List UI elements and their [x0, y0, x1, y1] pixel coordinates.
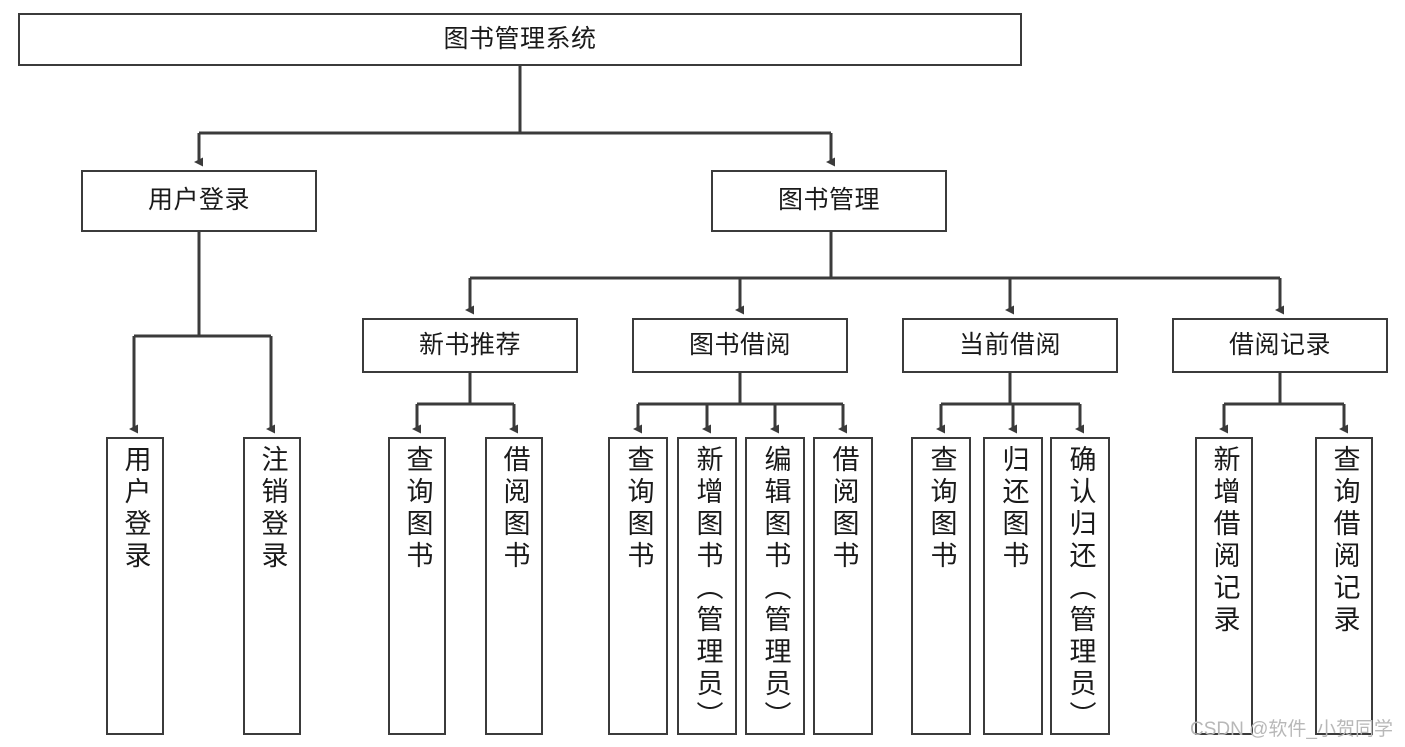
- node-borrow-records-label: 借阅记录: [1228, 330, 1331, 359]
- node-borrow-records[interactable]: 借阅记录: [1172, 318, 1388, 373]
- node-leaf-query-books-rec[interactable]: 查询图书: [388, 437, 446, 735]
- node-leaf-add-borrow-record[interactable]: 新增借阅记录: [1195, 437, 1253, 735]
- node-leaf-borrow-books-rec-label: 借阅图书: [499, 445, 530, 573]
- node-leaf-query-books-current[interactable]: 查询图书: [911, 437, 971, 735]
- node-leaf-user-login[interactable]: 用户登录: [106, 437, 164, 735]
- node-leaf-confirm-return-admin[interactable]: 确认归还（管理员）: [1050, 437, 1110, 735]
- node-current-borrowing[interactable]: 当前借阅: [902, 318, 1118, 373]
- node-leaf-edit-book-admin[interactable]: 编辑图书（管理员）: [745, 437, 805, 735]
- node-new-book-recommendation-label: 新书推荐: [418, 330, 521, 359]
- node-leaf-borrow-book[interactable]: 借阅图书: [813, 437, 873, 735]
- node-root[interactable]: 图书管理系统: [18, 13, 1022, 66]
- node-user-login[interactable]: 用户登录: [81, 170, 317, 232]
- node-leaf-edit-book-admin-label: 编辑图书（管理员）: [760, 445, 791, 733]
- node-leaf-return-book[interactable]: 归还图书: [983, 437, 1043, 735]
- node-new-book-recommendation[interactable]: 新书推荐: [362, 318, 578, 373]
- node-leaf-add-borrow-record-label: 新增借阅记录: [1209, 445, 1240, 637]
- node-root-label: 图书管理系统: [443, 24, 597, 53]
- node-leaf-add-book-admin[interactable]: 新增图书（管理员）: [677, 437, 737, 735]
- node-current-borrowing-label: 当前借阅: [958, 330, 1061, 359]
- node-leaf-confirm-return-admin-label: 确认归还（管理员）: [1065, 445, 1096, 733]
- node-book-borrowing-label: 图书借阅: [688, 330, 791, 359]
- node-leaf-borrow-books-rec[interactable]: 借阅图书: [485, 437, 543, 735]
- node-leaf-query-books-current-label: 查询图书: [926, 445, 957, 573]
- node-leaf-query-books-borrow[interactable]: 查询图书: [608, 437, 668, 735]
- node-leaf-add-book-admin-label: 新增图书（管理员）: [692, 445, 723, 733]
- node-leaf-query-borrow-record[interactable]: 查询借阅记录: [1315, 437, 1373, 735]
- node-book-management[interactable]: 图书管理: [711, 170, 947, 232]
- node-book-management-label: 图书管理: [777, 186, 880, 215]
- node-user-login-label: 用户登录: [147, 186, 250, 215]
- node-leaf-query-borrow-record-label: 查询借阅记录: [1329, 445, 1360, 637]
- node-leaf-query-books-rec-label: 查询图书: [402, 445, 433, 573]
- node-leaf-return-book-label: 归还图书: [998, 445, 1029, 573]
- node-leaf-logout[interactable]: 注销登录: [243, 437, 301, 735]
- node-leaf-query-books-borrow-label: 查询图书: [623, 445, 654, 573]
- node-leaf-logout-label: 注销登录: [257, 445, 288, 573]
- node-leaf-user-login-label: 用户登录: [120, 445, 151, 573]
- node-book-borrowing[interactable]: 图书借阅: [632, 318, 848, 373]
- node-leaf-borrow-book-label: 借阅图书: [828, 445, 859, 573]
